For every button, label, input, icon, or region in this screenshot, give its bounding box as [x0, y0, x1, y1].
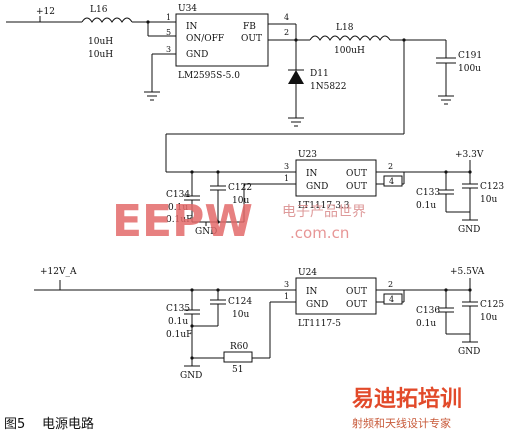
u23-part: LT1117-3.3 [298, 201, 350, 211]
u23-pin-in: IN [306, 169, 318, 179]
c134-value-2: 0.1uF [166, 215, 192, 225]
eepw-brand: EEPW [112, 196, 253, 247]
u24-pin-num-2: 2 [388, 280, 393, 289]
gnd-label-u24: GND [180, 371, 202, 381]
u24-ref: U24 [298, 268, 317, 278]
gnd-label-u23: GND [195, 227, 217, 237]
c125-value: 10u [480, 313, 497, 323]
u23-pin-out-1: OUT [346, 169, 367, 179]
u23-pin-gnd: GND [306, 182, 328, 192]
c123-ref: C123 [480, 182, 504, 192]
u24-pin-gnd: GND [306, 300, 328, 310]
u34-pin-num-5: 5 [166, 28, 171, 37]
c134-value: 0.1u [168, 203, 188, 213]
caption-title: 电源电路 [42, 416, 94, 432]
c191-value: 100u [458, 64, 481, 74]
capacitor-c133: C133 0.1u [416, 172, 454, 212]
u24-pin-num-4: 4 [389, 295, 394, 304]
logo-subtitle: 射频和天线设计专家 [352, 416, 451, 430]
u24-pin-in: IN [306, 287, 318, 297]
u23-pin-num-3: 3 [284, 162, 289, 171]
d11-ref: D11 [310, 69, 329, 79]
d11-part: 1N5822 [310, 82, 347, 92]
net-label-5v5: +5.5VA [450, 267, 485, 277]
u23-pin-out-2: OUT [346, 182, 367, 192]
net-label-12v-a: +12V_A [40, 267, 77, 277]
u24-pin-num-3: 3 [284, 280, 289, 289]
c135-ref: C135 [166, 304, 190, 314]
buck-section: +12 L16 10uH 10uH U34 IN ON/OFF GND FB O… [6, 4, 482, 172]
capacitor-c135: C135 0.1u 0.1uF [166, 290, 200, 358]
c133-ref: C133 [416, 188, 440, 198]
l16-value-2: 10uH [88, 50, 113, 60]
eepw-url: .com.cn [290, 224, 349, 242]
c136-value: 0.1u [416, 319, 436, 329]
capacitor-c136: C136 0.1u [416, 290, 454, 334]
u34-part: LM2595S-5.0 [178, 71, 240, 81]
capacitor-c123: C123 10u [462, 172, 504, 212]
u23-pin-num-4: 4 [389, 177, 394, 186]
c125-ref: C125 [480, 300, 504, 310]
r60-ref: R60 [230, 342, 249, 352]
u23-pin-num-2: 2 [388, 162, 393, 171]
diode-d11: D11 1N5822 [288, 62, 347, 118]
capacitor-c125: C125 10u [462, 290, 504, 334]
u34-pin-onoff: ON/OFF [186, 34, 224, 44]
l16-ref: L16 [90, 5, 108, 15]
c124-value: 10u [232, 310, 249, 320]
u34-ref: U34 [178, 4, 197, 14]
u34-pin-num-2: 2 [284, 28, 289, 37]
c133-value: 0.1u [416, 201, 436, 211]
eepw-cn-text: 电子产品世界 [282, 204, 366, 220]
capacitor-c191: C191 100u [436, 40, 482, 105]
logo-title: 易迪拓培训 [352, 386, 462, 412]
u24-pin-out-1: OUT [346, 287, 367, 297]
l18-value: 100uH [334, 46, 365, 56]
capacitor-c124: C124 10u [210, 290, 252, 326]
inductor-l18: L18 100uH [309, 23, 391, 56]
c134-ref: C134 [166, 190, 190, 200]
u34-pin-num-3: 3 [166, 45, 171, 54]
u23-pin-num-1: 1 [284, 174, 289, 183]
c136-ref: C136 [416, 306, 440, 316]
capacitor-c134: C134 0.1u 0.1uF [166, 172, 200, 225]
gnd-label-5v5: GND [458, 347, 480, 357]
eepw-watermark: EEPW 电子产品世界 .com.cn [112, 196, 366, 247]
gnd-label-3v3: GND [458, 225, 480, 235]
inductor-l16: L16 10uH 10uH [81, 5, 133, 60]
u34-pin-fb: FB [243, 22, 256, 32]
l16-value-1: 10uH [88, 37, 113, 47]
caption-fig-number: 图5 [4, 417, 25, 432]
net-label-3v3: +3.3V [455, 150, 484, 160]
u34-pin-num-4: 4 [284, 13, 289, 22]
ic-u24: U24 IN GND OUT OUT LT1117-5 3 1 [284, 268, 377, 329]
u34-pin-out: OUT [241, 34, 262, 44]
u24-part: LT1117-5 [298, 319, 341, 329]
u34-pin-in: IN [186, 22, 198, 32]
c135-value-2: 0.1uF [166, 330, 192, 340]
c135-value: 0.1u [168, 317, 188, 327]
l18-ref: L18 [336, 23, 354, 33]
resistor-r60: R60 51 [192, 301, 296, 375]
ldo-3v3-section: C134 0.1u 0.1uF C122 10u GND U23 IN GND … [166, 150, 504, 237]
u23-ref: U23 [298, 150, 317, 160]
c122-ref: C122 [228, 183, 252, 193]
net-label-12v: +12 [36, 7, 55, 17]
r60-value: 51 [232, 365, 243, 375]
u34-pin-gnd: GND [186, 50, 208, 60]
u24-pin-num-1: 1 [284, 292, 289, 301]
c123-value: 10u [480, 195, 497, 205]
ic-u23: U23 IN GND OUT OUT LT1117-3.3 3 1 [284, 150, 377, 211]
figure-caption: 图5 电源电路 [4, 416, 94, 432]
ldo-5v-section: +12V_A C135 0.1u 0.1uF C124 10u [34, 267, 504, 381]
u34-pin-num-1: 1 [166, 13, 171, 22]
training-logo: 易迪拓培训 射频和天线设计专家 [352, 386, 462, 430]
c124-ref: C124 [228, 297, 252, 307]
capacitor-c122: C122 10u [210, 172, 252, 222]
c122-value: 10u [232, 196, 249, 206]
u24-pin-out-2: OUT [346, 300, 367, 310]
ic-u34: U34 IN ON/OFF GND FB OUT LM2595S-5.0 1 5… [166, 4, 289, 81]
c191-ref: C191 [458, 51, 482, 61]
